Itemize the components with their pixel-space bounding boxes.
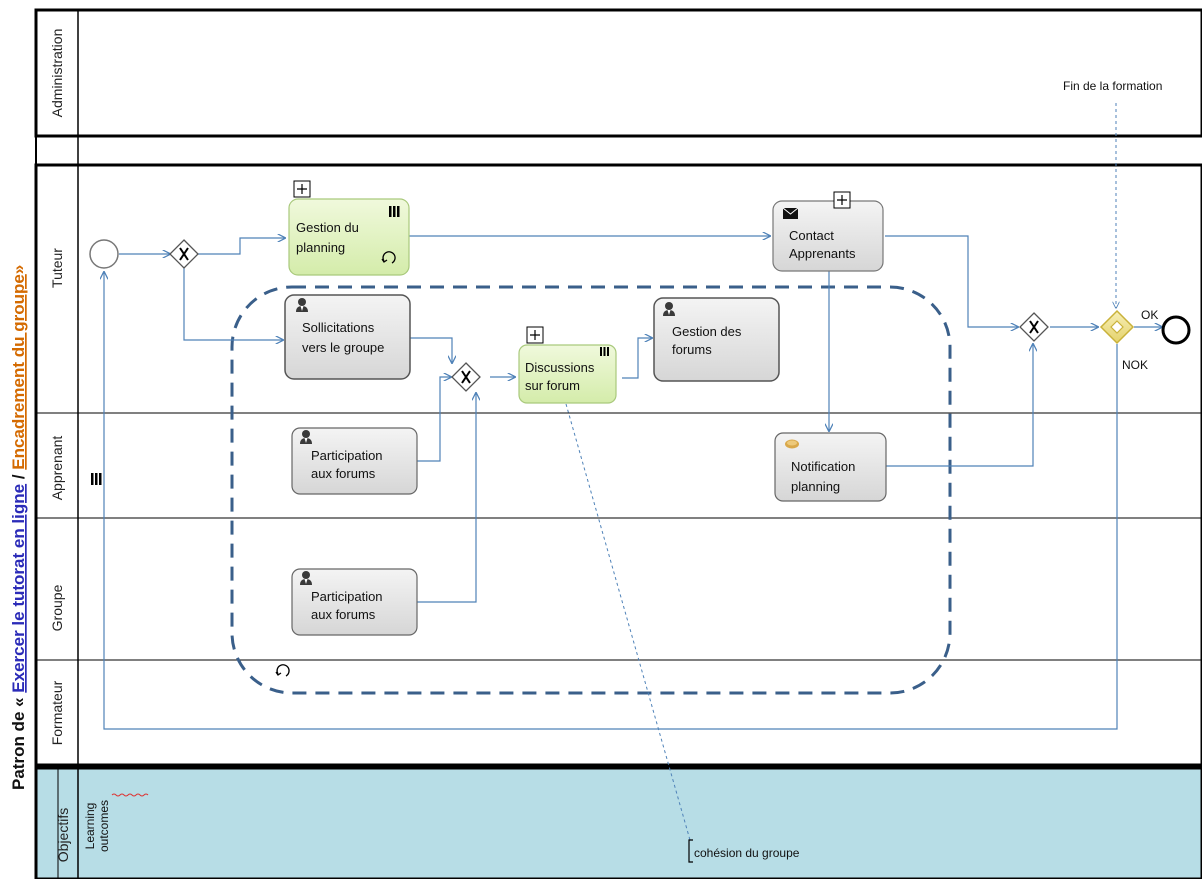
multi-instance-marker (91, 473, 102, 485)
flow-gw1-planning (198, 238, 285, 255)
flow-part-app-gw2 (417, 377, 451, 462)
svg-text:Sollicitations: Sollicitations (302, 320, 375, 335)
svg-text:planning: planning (791, 479, 840, 494)
task-notification-planning[interactable]: Notification planning (774, 432, 887, 502)
pool-title: Patron de « Exercer le tutorat en ligne … (9, 265, 28, 790)
envelope-icon (782, 207, 799, 219)
loop-icon (381, 251, 396, 264)
lane-label-formateur: Formateur (49, 680, 65, 745)
flow-gw1-sollicitations (183, 268, 283, 340)
subprocess-marker-icon (293, 180, 311, 198)
exclusive-gateway-3 (1019, 312, 1049, 342)
lane-label-administration: Administration (49, 29, 65, 118)
subprocess-marker-icon (526, 326, 544, 344)
pool-administration (34, 8, 1202, 138)
loop-icon (275, 664, 290, 677)
objectifs-band (34, 766, 1202, 879)
annotation-fin-formation: Fin de la formation (1063, 79, 1162, 93)
end-event (1161, 315, 1191, 345)
svg-text:forums: forums (672, 342, 712, 357)
script-icon (785, 439, 799, 449)
svg-text:Notification: Notification (791, 459, 855, 474)
svg-text:Contact: Contact (789, 228, 834, 243)
flow-nok-loop (104, 272, 1118, 730)
start-event (89, 239, 119, 269)
exclusive-gateway-1 (169, 239, 199, 269)
flow-contact-gw3 (885, 235, 1018, 327)
pool-main (34, 163, 1202, 767)
label-ok: OK (1141, 308, 1158, 322)
svg-text:Participation: Participation (311, 589, 383, 604)
svg-text:aux forums: aux forums (311, 466, 376, 481)
flow-sollicitations-gw2 (410, 337, 452, 363)
subprocess-marker-icon (833, 191, 851, 209)
svg-text:Apprenants: Apprenants (789, 246, 856, 261)
learning-outcomes-label-1: Learning (83, 803, 97, 850)
multi-instance-icon (389, 206, 400, 217)
task-participation-groupe[interactable]: Participation aux forums (291, 568, 418, 636)
svg-text:Participation: Participation (311, 448, 383, 463)
svg-text:Gestion du: Gestion du (296, 220, 359, 235)
svg-text:planning: planning (296, 240, 345, 255)
exclusive-gateway-2 (451, 362, 481, 392)
label-nok: NOK (1122, 358, 1148, 372)
lane-label-objectifs: Objectifs (55, 808, 71, 862)
annotation-cohesion: cohésion du groupe (694, 846, 800, 860)
task-gestion-forums[interactable]: Gestion des forums (653, 297, 780, 382)
multi-instance-icon (600, 347, 609, 356)
svg-text:sur forum: sur forum (525, 378, 580, 393)
event-based-gateway (1099, 309, 1135, 345)
lane-label-tuteur: Tuteur (49, 248, 65, 288)
task-participation-apprenant[interactable]: Participation aux forums (291, 427, 418, 495)
task-discussions[interactable]: Discussions sur forum (518, 344, 617, 404)
flow-part-grp-gw2 (417, 393, 476, 603)
lane-label-apprenant: Apprenant (49, 436, 65, 501)
svg-text:Gestion des: Gestion des (672, 324, 742, 339)
flow-notification-gw3 (886, 344, 1033, 467)
svg-text:vers le groupe: vers le groupe (302, 340, 384, 355)
dashed-group (230, 285, 952, 695)
learning-outcomes-label-2: outcomes (97, 800, 111, 852)
task-contact-apprenants[interactable]: Contact Apprenants (772, 200, 884, 272)
task-sollicitations[interactable]: Sollicitations vers le groupe (284, 294, 411, 380)
svg-text:aux forums: aux forums (311, 607, 376, 622)
lane-label-groupe: Groupe (49, 584, 65, 631)
task-gestion-planning[interactable]: Gestion du planning (288, 198, 410, 276)
svg-text:Discussions: Discussions (525, 360, 595, 375)
flow-discussions-forums (622, 338, 652, 379)
